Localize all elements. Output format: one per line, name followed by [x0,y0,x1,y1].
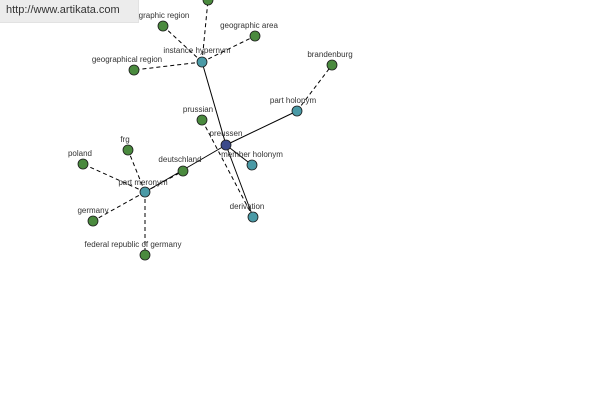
node-geographical-region[interactable] [128,64,140,76]
node-derivation[interactable] [247,211,259,223]
edge-instance-hypernym [201,61,227,146]
node-preussen[interactable] [220,139,232,151]
node-part-meronym[interactable] [139,186,151,198]
edge-geographic-area [201,35,256,63]
label-instance-hypernym[interactable]: instance hypernym [163,46,230,55]
edge-geographic-region-top [162,25,203,63]
edge-poland [82,163,146,193]
label-member-holonym[interactable]: member holonym [221,150,283,159]
label-preussen[interactable]: preussen [210,129,243,138]
node-prussian[interactable] [196,114,208,126]
graph-edges [82,0,333,255]
label-prussian[interactable]: prussian [183,105,213,114]
node-member-holonym[interactable] [246,159,258,171]
label-federal-republic-of-germany[interactable]: federal republic of germany [85,240,182,249]
node-poland[interactable] [77,158,89,170]
node-germany[interactable] [87,215,99,227]
label-part-holonym[interactable]: part holonym [270,96,317,105]
label-part-meronym[interactable]: part meronym [118,178,168,187]
source-url-link[interactable]: http://www.artikata.com [6,4,120,16]
node-offscreen-top[interactable] [202,0,214,6]
edge-member-holonym [225,144,253,166]
node-brandenburg[interactable] [326,59,338,71]
node-geographic-area[interactable] [249,30,261,42]
source-url-banner: http://www.artikata.com [0,0,139,23]
label-geographic-region-top[interactable]: graphic region [139,11,190,20]
node-federal-republic-of-germany[interactable] [139,249,151,261]
edge-part-holonym [225,110,298,146]
edge-brandenburg [296,64,333,112]
label-poland[interactable]: poland [68,149,92,158]
node-frg[interactable] [122,144,134,156]
node-instance-hypernym[interactable] [196,56,208,68]
label-derivation[interactable]: derivation [230,202,265,211]
edge-derivation [225,144,254,218]
edge-deutschland [144,170,184,193]
label-germany[interactable]: germany [77,206,108,215]
graph-labels: graphic region geographic area geographica… [68,11,353,249]
label-deutschland[interactable]: deutschland [158,155,201,164]
label-brandenburg[interactable]: brandenburg [307,50,352,59]
label-frg[interactable]: frg [120,135,129,144]
edge-prussian [201,119,254,218]
label-geographic-area[interactable]: geographic area [220,21,278,30]
edge-frg [127,149,146,193]
edge-offscreen-top [201,0,209,63]
edge-germany [92,191,146,222]
edge-geographical-region [133,61,203,71]
node-part-holonym[interactable] [291,105,303,117]
label-geographical-region[interactable]: geographical region [92,55,162,64]
node-geographic-region-top[interactable] [157,20,169,32]
graph-nodes [77,0,338,261]
node-deutschland[interactable] [177,165,189,177]
